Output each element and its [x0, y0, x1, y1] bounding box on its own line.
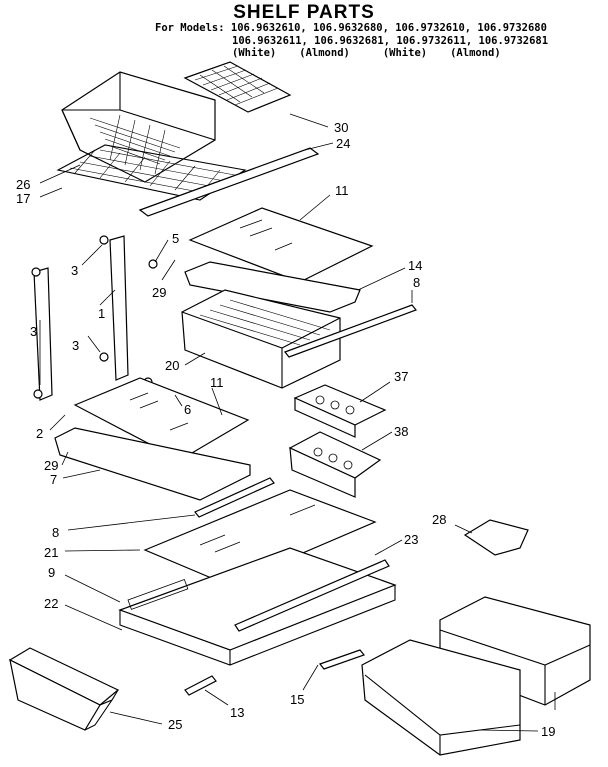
callout-22: 22: [44, 596, 58, 611]
cover-part-28: [463, 519, 529, 556]
models-line-2: 106.9632611, 106.9632681, 106.9732611, 1…: [232, 34, 549, 47]
models-color-4: (Almond): [450, 47, 501, 59]
callout-20: 20: [165, 358, 179, 373]
callout-3-middle: 3: [72, 338, 79, 353]
drawer-part-20: [181, 289, 341, 389]
callout-17: 17: [16, 191, 30, 206]
crisper-cover-part-21: [143, 489, 377, 586]
callout-25: 25: [168, 717, 182, 732]
models-color-1: (White): [232, 47, 277, 59]
leader-lines: [39, 113, 556, 732]
basket-part-26: [61, 71, 216, 183]
callout-14: 14: [408, 258, 422, 273]
callout-8-lower: 8: [52, 525, 59, 540]
callout-24: 24: [336, 136, 350, 151]
model-list: For Models: 106.9632610, 106.9632680, 10…: [155, 22, 548, 60]
callout-15: 15: [290, 692, 304, 707]
callout-1: 1: [98, 306, 105, 321]
callout-6: 6: [184, 402, 191, 417]
callout-11-upper: 11: [335, 183, 349, 198]
callout-29-lower: 29: [44, 458, 58, 473]
callout-5: 5: [172, 231, 179, 246]
callout-11-lower: 11: [210, 375, 224, 390]
callout-3-upper: 3: [71, 263, 78, 278]
glass-shelf-part-11-upper: [188, 207, 374, 283]
side-rails-part-1: [31, 235, 158, 401]
callout-8-upper: 8: [413, 275, 420, 290]
crisper-drawers-part-19: [361, 596, 591, 756]
callout-2: 2: [36, 426, 43, 441]
shelf-frame-part-14: [184, 261, 361, 313]
callout-9: 9: [48, 565, 55, 580]
models-color-3: (White): [382, 47, 428, 59]
rod-part-15: [319, 649, 365, 670]
rod-part-8-upper: [284, 304, 417, 358]
page-title: SHELF PARTS: [233, 2, 375, 23]
rail-part-24: [138, 147, 320, 217]
egg-bin-part-38: [288, 431, 382, 498]
shelf-frame-part-7: [54, 427, 251, 501]
callout-28: 28: [432, 512, 446, 527]
ice-tray-part-30: [183, 61, 292, 113]
callout-30: 30: [334, 120, 348, 135]
rod-part-8-lower: [194, 477, 275, 518]
callout-26: 26: [16, 177, 30, 192]
callout-37: 37: [394, 369, 408, 384]
rod-part-13: [184, 675, 217, 696]
callout-7: 7: [50, 472, 57, 487]
callout-3-left: 3: [30, 324, 37, 339]
glass-shelf-part-11-lower: [73, 377, 250, 461]
crisper-frame-part-9-22: [118, 547, 397, 666]
wire-shelf-part-17: [56, 144, 247, 201]
callout-23: 23: [404, 532, 418, 547]
models-prefix: For Models:: [155, 22, 225, 34]
rail-part-23: [234, 559, 390, 632]
callout-29-upper: 29: [152, 285, 166, 300]
door-bin-part-25: [8, 647, 120, 731]
callout-19: 19: [541, 724, 555, 739]
callout-21: 21: [44, 545, 58, 560]
callout-labels: 30 24 26 17 11 5 3 3 3 1 29 14 8 20 2 11…: [16, 120, 555, 739]
callout-38: 38: [394, 424, 408, 439]
models-line-1: 106.9632610, 106.9632680, 106.9732610, 1…: [230, 22, 547, 34]
callout-13: 13: [230, 705, 244, 720]
butter-door-part-37: [293, 384, 387, 438]
models-color-2: (Almond): [299, 47, 350, 59]
